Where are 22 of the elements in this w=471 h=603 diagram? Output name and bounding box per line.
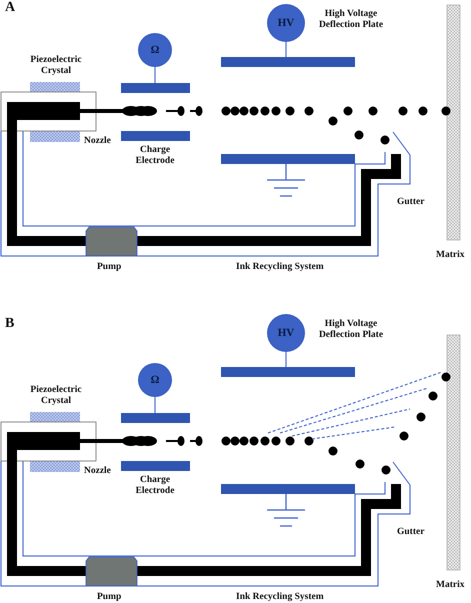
component-label: Nozzle <box>84 136 111 147</box>
component-label: Matrix <box>436 580 464 591</box>
component-label: Charge Electrode <box>134 475 176 497</box>
component-label: Pump <box>97 592 122 603</box>
meter-circle: HV <box>267 314 305 352</box>
meter-circle: Ω <box>138 363 172 397</box>
component-label: High Voltage Deflection Plate <box>318 9 384 31</box>
component-label: Matrix <box>436 250 464 261</box>
component-label: Gutter <box>397 197 424 208</box>
meter-circle: Ω <box>138 33 172 67</box>
component-label: Piezoelectric Crystal <box>29 385 83 407</box>
component-label: Pump <box>97 262 122 273</box>
component-label: High Voltage Deflection Plate <box>318 319 384 341</box>
component-label: Nozzle <box>84 466 111 477</box>
component-label: Charge Electrode <box>134 145 176 167</box>
component-label: Gutter <box>397 527 424 538</box>
component-label: Ink Recycling System <box>236 262 324 273</box>
panel-letter: A <box>5 1 16 15</box>
panel-letter: B <box>5 317 14 331</box>
component-label: Piezoelectric Crystal <box>29 55 83 77</box>
component-label: Ink Recycling System <box>236 592 324 603</box>
meter-circle: HV <box>267 4 305 42</box>
